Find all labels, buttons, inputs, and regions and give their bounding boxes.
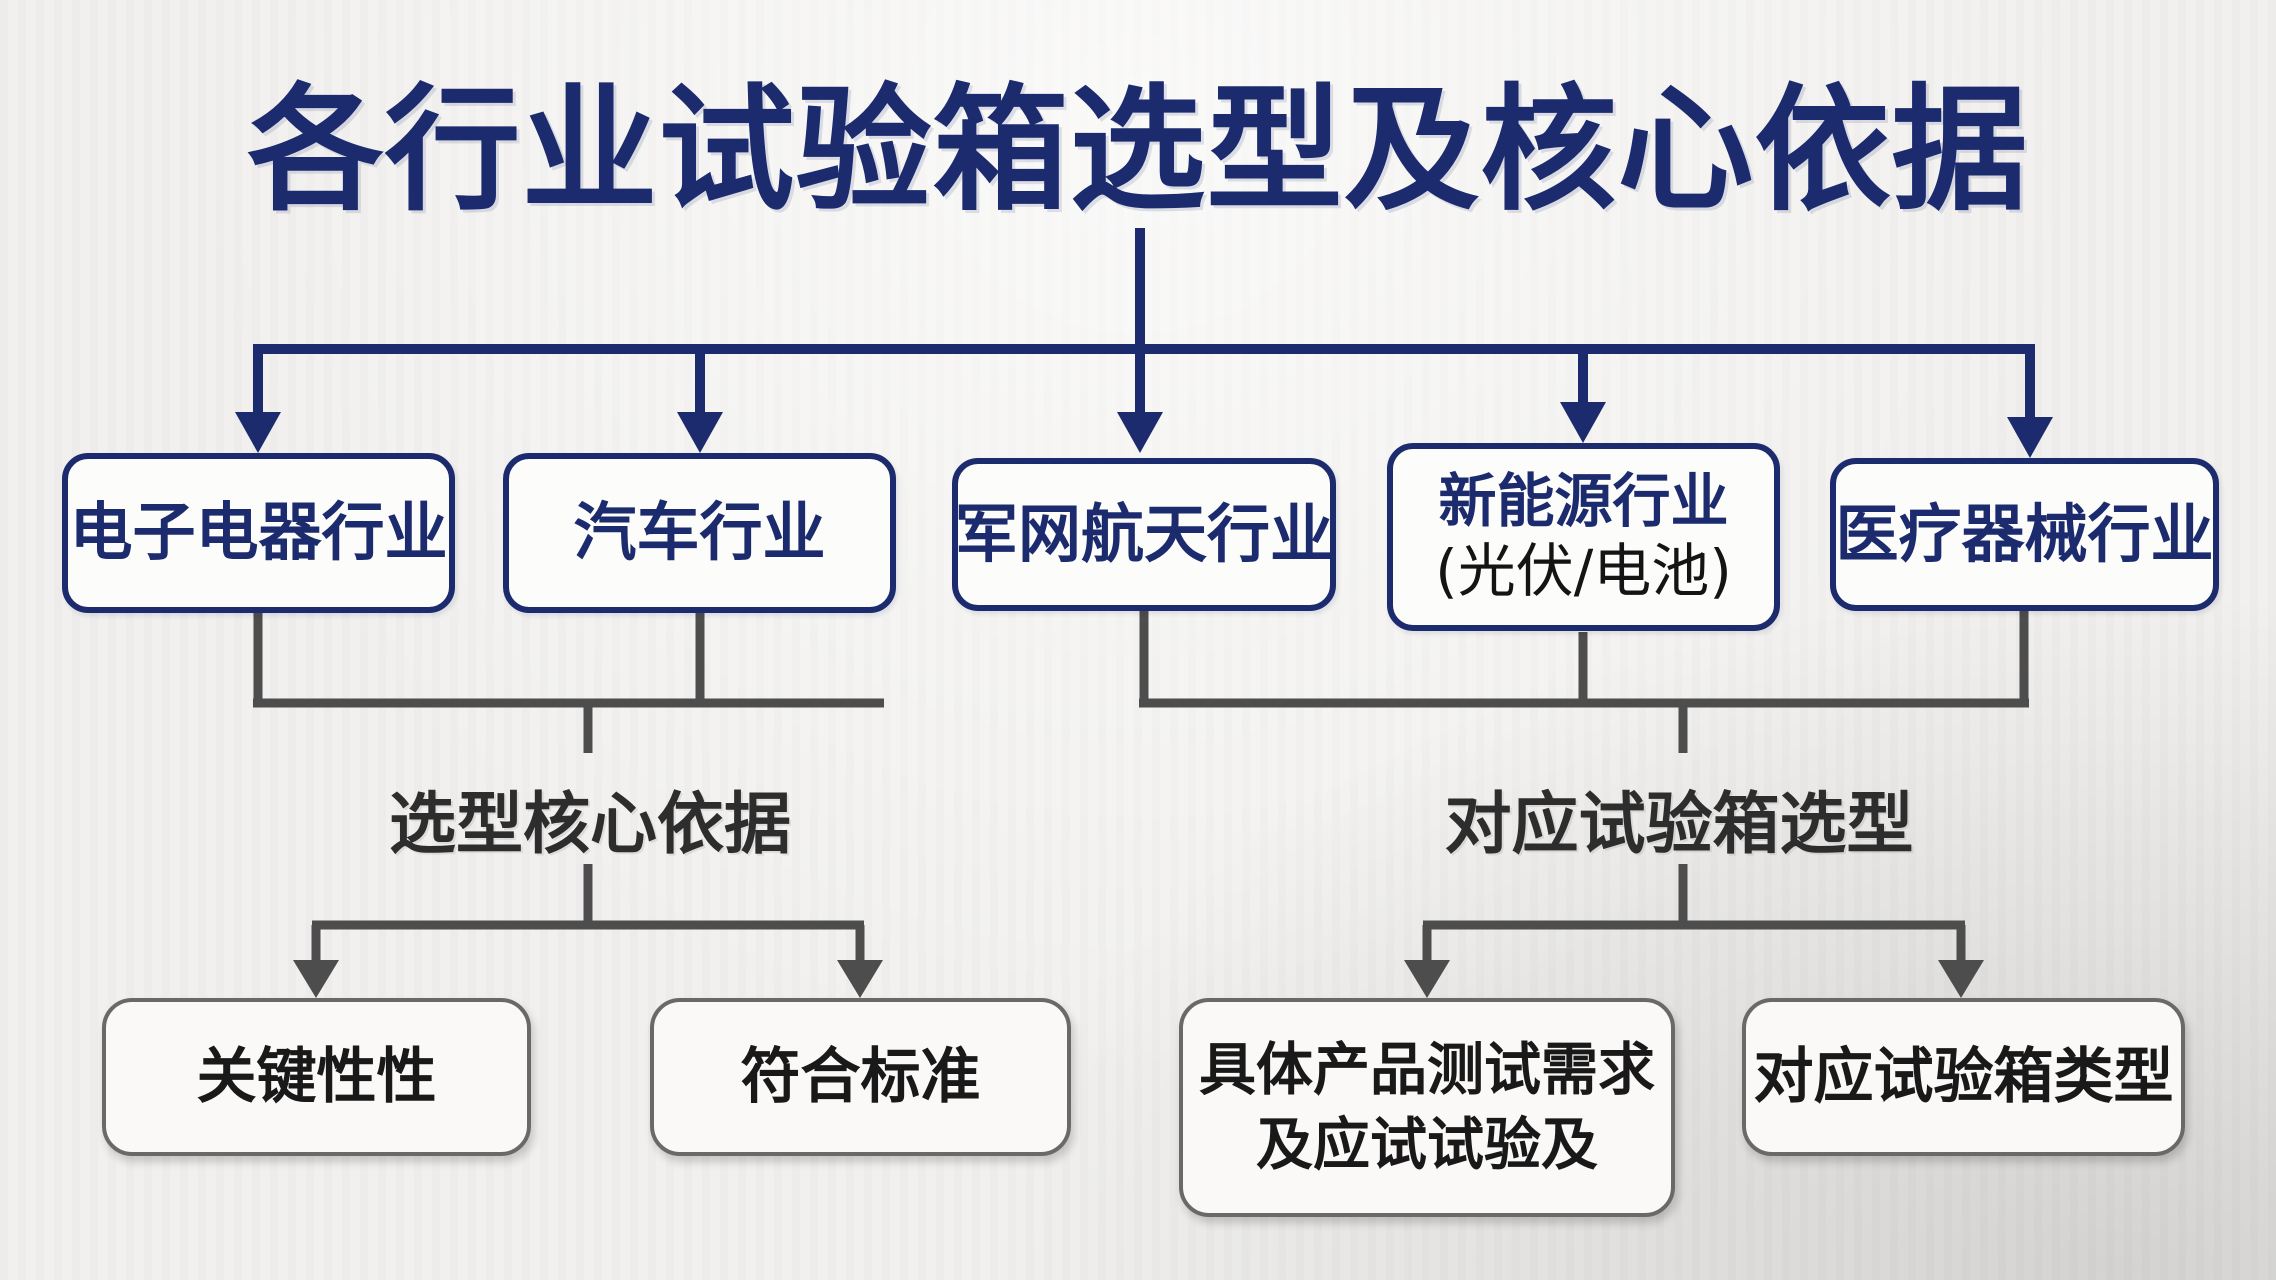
outcome-box-chamber-type: 对应试验箱类型 — [1742, 998, 2185, 1156]
right-arrowheads — [1404, 960, 1984, 998]
outcome-label: 对应试验箱类型 — [1753, 1042, 2174, 1112]
outcome-label: 关键性性 — [196, 1042, 437, 1112]
industry-box-military-aerospace: 军网航天行业 — [952, 458, 1336, 611]
branch-label-chamber-selection: 对应试验箱选型 — [1444, 785, 1914, 863]
industry-sublabel: (光伏/电池) — [1435, 537, 1732, 605]
industry-label: 汽车行业 — [573, 496, 826, 570]
industry-box-new-energy: 新能源行业 (光伏/电池) — [1387, 443, 1780, 631]
outcome-label: 符合标准 — [740, 1042, 981, 1112]
industry-label: 军网航天行业 — [955, 497, 1333, 571]
industry-label: 电子电器行业 — [69, 496, 448, 570]
industry-box-electronics: 电子电器行业 — [62, 453, 455, 613]
top-connector-tree — [253, 228, 2035, 419]
industry-label: 医疗器械行业 — [1835, 497, 2214, 571]
industry-box-medical-devices: 医疗器械行业 — [1830, 458, 2219, 611]
outcome-box-standards: 符合标准 — [650, 998, 1071, 1156]
branch-label-selection-basis: 选型核心依据 — [389, 785, 791, 863]
outcome-box-criticality: 关键性性 — [102, 998, 531, 1156]
left-arrowheads — [293, 960, 883, 998]
industry-box-automotive: 汽车行业 — [503, 453, 896, 613]
industry-label: 新能源行业 — [1438, 467, 1729, 536]
page-title: 各行业试验箱选型及核心依据 — [247, 72, 2029, 230]
outcome-sublabel: 及应试试验及 — [1256, 1111, 1598, 1178]
top-arrowheads — [235, 402, 2053, 458]
left-connector-tree — [253, 612, 884, 962]
outcome-label: 具体产品测试需求 — [1199, 1037, 1655, 1104]
right-connector-tree — [1139, 610, 2029, 962]
outcome-box-product-test-needs: 具体产品测试需求 及应试试验及 — [1179, 998, 1675, 1217]
